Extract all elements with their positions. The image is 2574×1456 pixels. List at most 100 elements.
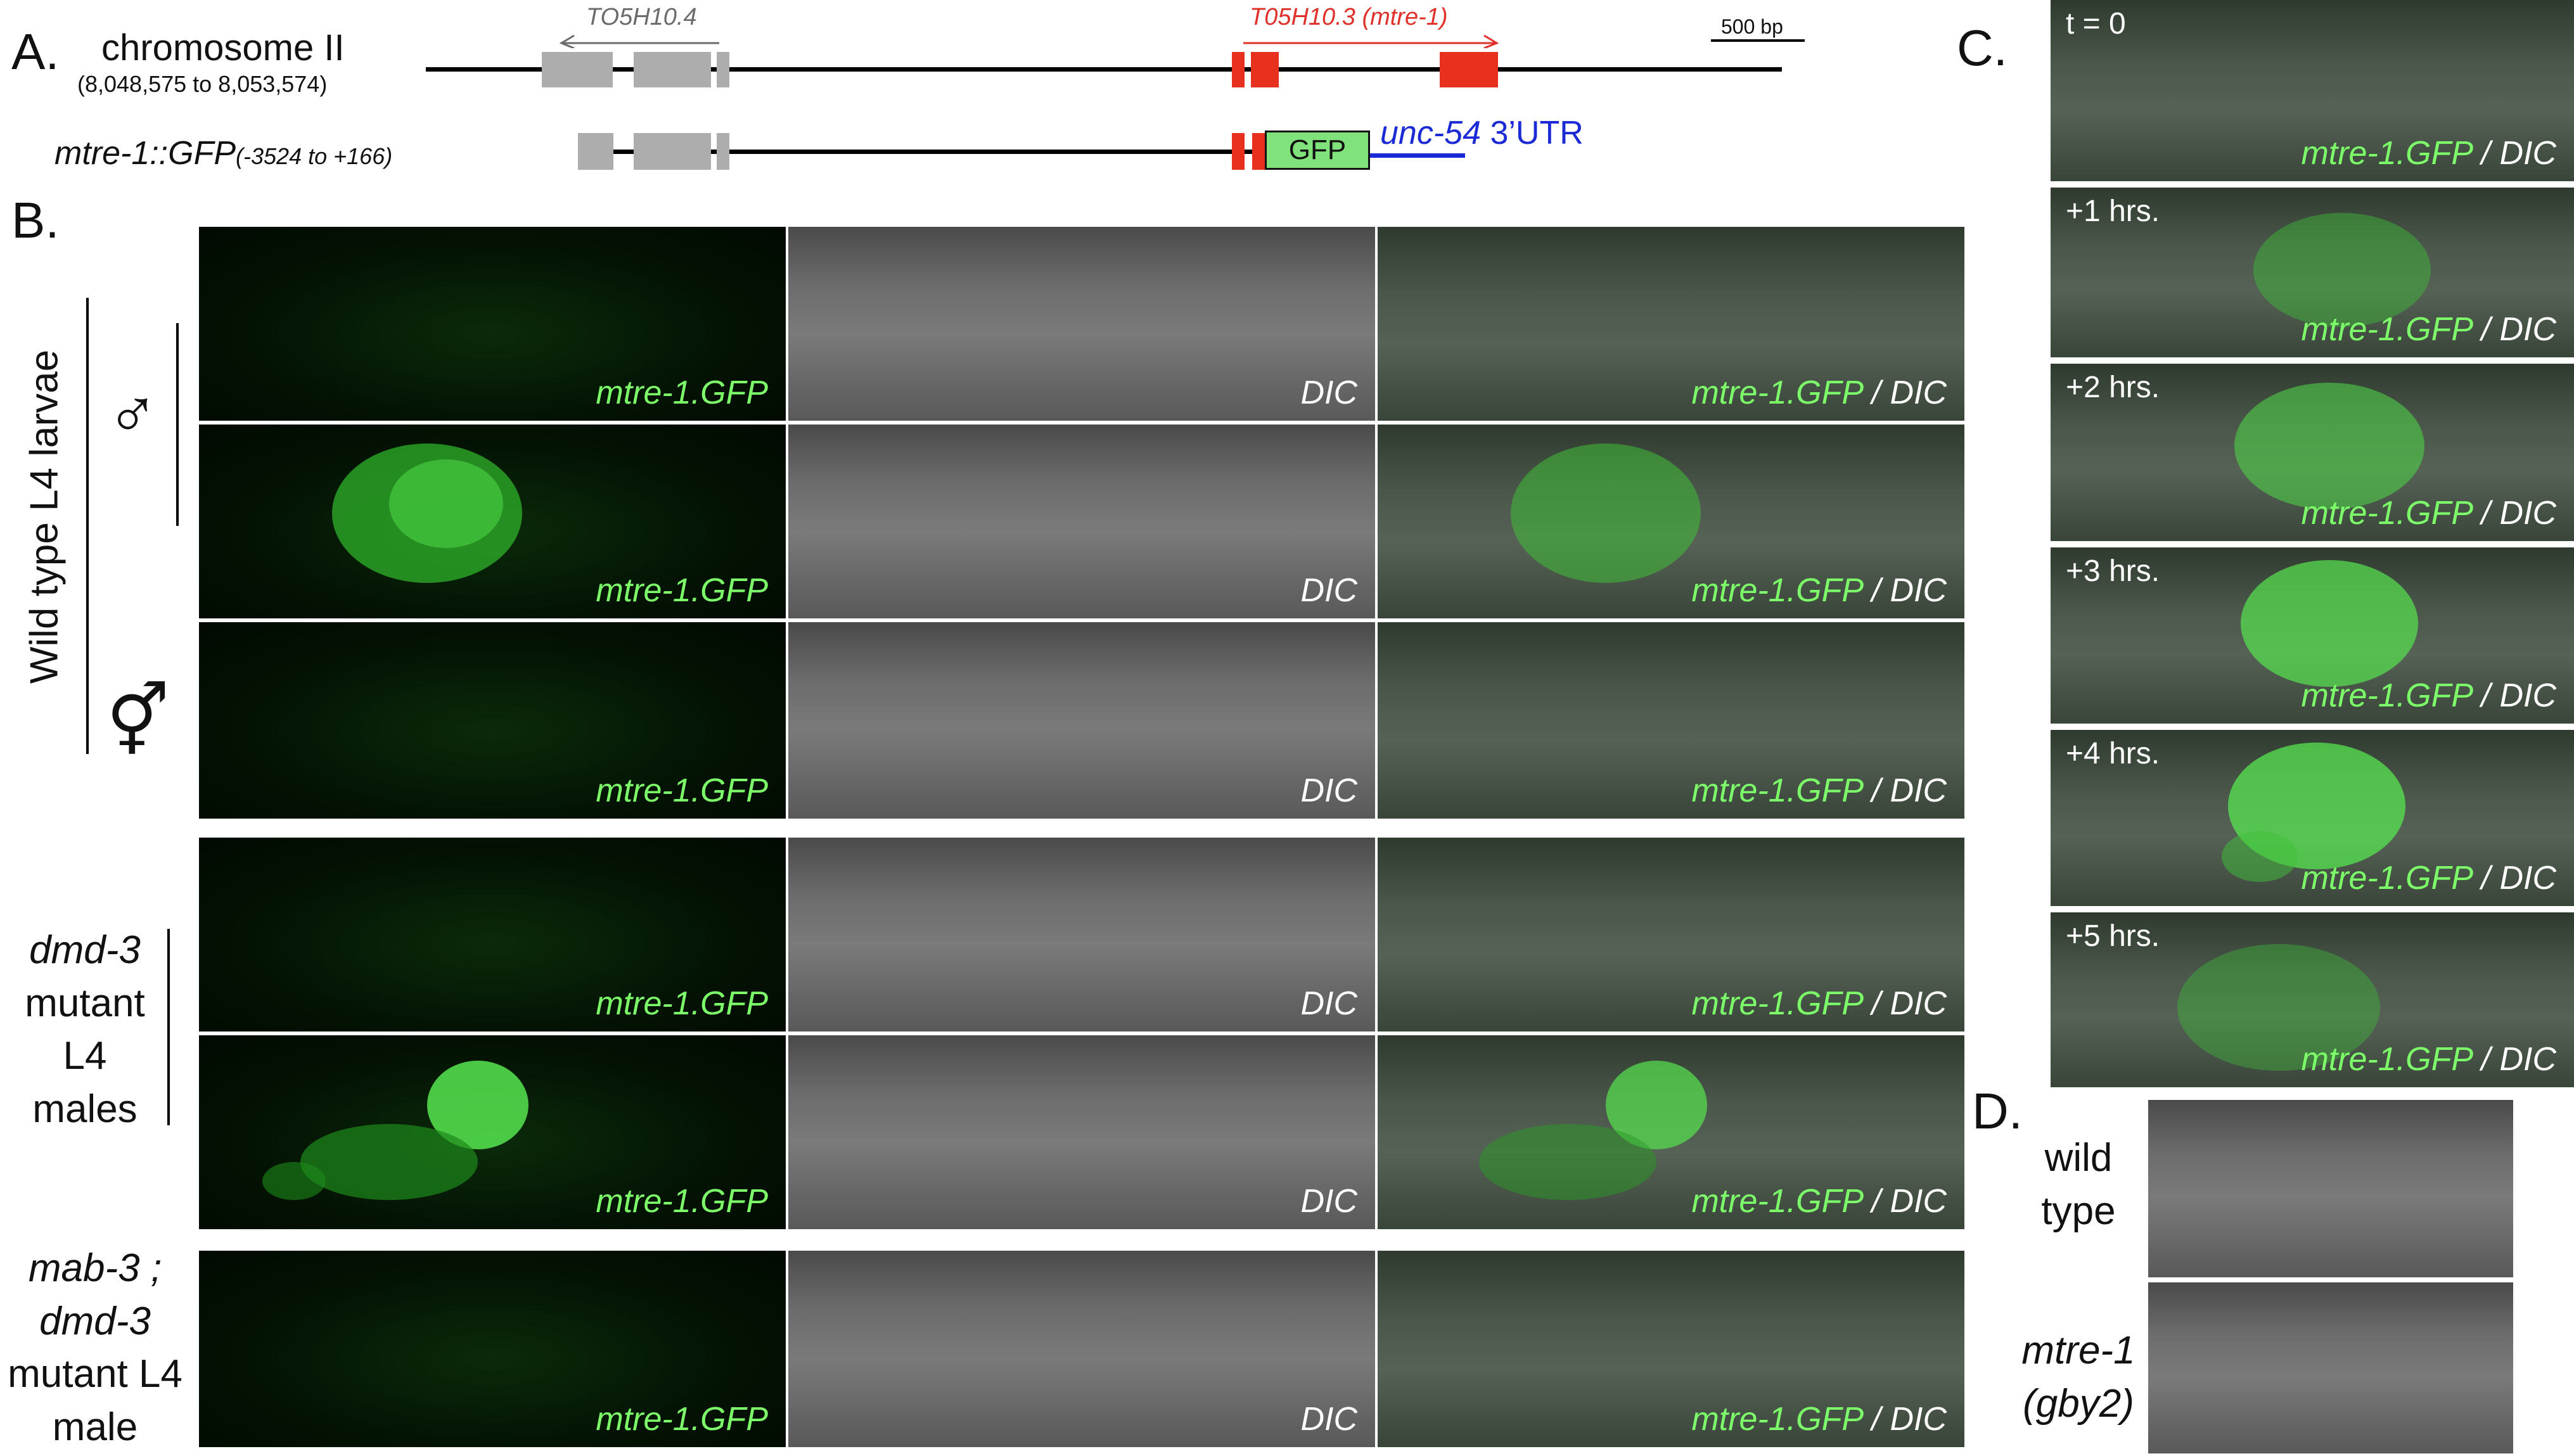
c-t3-time: +3 hrs. — [2066, 554, 2160, 588]
gene-right-arrow — [1243, 34, 1499, 48]
utr-underline — [1380, 153, 1451, 156]
utr-gene: unc-54 — [1380, 115, 1481, 151]
b-row3-dic-label: DIC — [1300, 772, 1357, 809]
dmd3-line2: mutant — [25, 981, 145, 1025]
c-t0-time: t = 0 — [2066, 7, 2126, 41]
b-row6-merge-panel: mtre-1.GFP / DIC — [1378, 1251, 1964, 1447]
scale-bar-label: 500 bp — [1721, 15, 1783, 38]
c-t5-panel: +5 hrs. mtre-1.GFP / DIC — [2051, 912, 2574, 1087]
d-mutant-label: mtre-1 (gby2) — [1996, 1324, 2161, 1430]
b-row4-dic-panel: DIC — [788, 838, 1375, 1031]
c-t4-panel: +4 hrs. mtre-1.GFP / DIC — [2051, 730, 2574, 906]
c-t3-panel: +3 hrs. mtre-1.GFP / DIC — [2051, 547, 2574, 724]
utr-suffix: 3’UTR — [1481, 115, 1584, 151]
c-t3-label: mtre-1.GFP / DIC — [2301, 677, 2556, 714]
construct-label: mtre-1::GFP(-3524 to +166) — [54, 134, 392, 172]
construct-name: mtre-1::GFP — [54, 135, 236, 172]
chromosome-coordinates: (8,048,575 to 8,053,574) — [77, 71, 328, 97]
b-row4-merge-panel: mtre-1.GFP / DIC — [1378, 838, 1964, 1031]
d-mutant-image — [2148, 1282, 2513, 1453]
b-row2-merge-label: mtre-1.GFP / DIC — [1691, 572, 1947, 609]
c-t1-label: mtre-1.GFP / DIC — [2301, 311, 2556, 348]
c-t4-label: mtre-1.GFP / DIC — [2301, 860, 2556, 897]
scale-bar — [1711, 39, 1805, 42]
gene-left-label: TO5H10.4 — [586, 4, 697, 30]
construct-exon-gray-1 — [578, 133, 613, 170]
d-mut-line2: (gby2) — [2023, 1381, 2134, 1426]
chromosome-title: chromosome II — [101, 27, 345, 68]
exon-gray-2 — [634, 52, 711, 87]
hermaphrodite-symbol: ⚥ — [106, 682, 170, 760]
wild-type-l4-larvae-label: Wild type L4 larvae — [22, 349, 67, 684]
b-row5-dic-label: DIC — [1300, 1183, 1357, 1220]
b-row3-dic-panel: DIC — [788, 622, 1375, 819]
c-t0-panel: t = 0 mtre-1.GFP / DIC — [2051, 0, 2574, 181]
b-row3-merge-label: mtre-1.GFP / DIC — [1691, 772, 1947, 809]
b-row5-merge-panel: mtre-1.GFP / DIC — [1378, 1035, 1964, 1229]
b-row4-gfp-panel: mtre-1.GFP — [199, 838, 786, 1031]
b-row1-dic-label: DIC — [1300, 374, 1357, 411]
c-t4-time: +4 hrs. — [2066, 737, 2160, 770]
b-row5-gfp-panel: mtre-1.GFP — [199, 1035, 786, 1229]
d-wt-line1: wild — [2044, 1136, 2113, 1180]
mab3-line2: dmd-3 — [39, 1299, 151, 1343]
b-row6-merge-label: mtre-1.GFP / DIC — [1691, 1401, 1947, 1438]
b-row3-merge-panel: mtre-1.GFP / DIC — [1378, 622, 1964, 819]
dmd3-group-label: dmd-3 mutant L4 males — [15, 924, 155, 1136]
b-row5-merge-label: mtre-1.GFP / DIC — [1691, 1183, 1947, 1220]
dmd3-bracket — [167, 929, 170, 1125]
dmd3-line4: males — [32, 1087, 138, 1132]
b-row2-gfp-panel: mtre-1.GFP — [199, 425, 786, 618]
panel-d-letter: D. — [1972, 1083, 2023, 1139]
panel-a-letter: A. — [11, 23, 60, 80]
exon-red-2 — [1251, 52, 1279, 87]
b-row5-gfp-label: mtre-1.GFP — [596, 1183, 768, 1220]
dmd3-line1: dmd-3 — [29, 928, 141, 972]
construct-exon-gray-2 — [634, 133, 711, 170]
c-t1-time: +1 hrs. — [2066, 195, 2160, 228]
b-row3-gfp-panel: mtre-1.GFP — [199, 622, 786, 819]
b-row4-merge-label: mtre-1.GFP / DIC — [1691, 985, 1947, 1022]
b-row4-gfp-label: mtre-1.GFP — [596, 985, 768, 1022]
construct-exon-red-1 — [1232, 133, 1245, 170]
c-t5-label: mtre-1.GFP / DIC — [2301, 1041, 2556, 1078]
exon-red-1 — [1232, 52, 1245, 87]
b-row1-merge-panel: mtre-1.GFP / DIC — [1378, 227, 1964, 421]
utr-label: unc-54 3’UTR — [1380, 114, 1584, 152]
chromosome-line — [426, 67, 1782, 72]
b-row2-gfp-label: mtre-1.GFP — [596, 572, 768, 609]
construct-exon-gray-3 — [717, 133, 729, 170]
mab3-line4: male — [52, 1405, 138, 1450]
male-bracket — [176, 323, 179, 526]
b-row2-dic-label: DIC — [1300, 572, 1357, 609]
c-t1-panel: +1 hrs. mtre-1.GFP / DIC — [2051, 188, 2574, 357]
panel-b-letter: B. — [11, 192, 60, 248]
construct-exon-red-2 — [1252, 133, 1266, 170]
b-row6-gfp-label: mtre-1.GFP — [596, 1401, 768, 1438]
mab3-line1: mab-3 ; — [28, 1246, 162, 1290]
exon-gray-3 — [717, 52, 729, 87]
c-t2-panel: +2 hrs. mtre-1.GFP / DIC — [2051, 364, 2574, 541]
gene-right-label: T05H10.3 (mtre-1) — [1250, 4, 1448, 30]
d-wild-type-label: wild type — [2009, 1132, 2148, 1237]
wt-bracket — [86, 298, 89, 754]
b-row6-gfp-panel: mtre-1.GFP — [199, 1251, 786, 1447]
b-row2-dic-panel: DIC — [788, 425, 1375, 618]
exon-gray-1 — [542, 52, 613, 87]
b-row3-gfp-label: mtre-1.GFP — [596, 772, 768, 809]
b-row1-gfp-panel: mtre-1.GFP — [199, 227, 786, 421]
construct-line — [578, 150, 1275, 154]
gfp-box: GFP — [1265, 131, 1370, 170]
b-row4-dic-label: DIC — [1300, 985, 1357, 1022]
panel-c-letter: C. — [1957, 20, 2007, 76]
male-symbol: ♂ — [106, 375, 159, 453]
b-row2-merge-panel: mtre-1.GFP / DIC — [1378, 425, 1964, 618]
b-row6-dic-panel: DIC — [788, 1251, 1375, 1447]
d-wild-type-image — [2148, 1100, 2513, 1277]
c-t0-label: mtre-1.GFP / DIC — [2301, 135, 2556, 172]
c-t2-label: mtre-1.GFP / DIC — [2301, 495, 2556, 532]
b-row5-dic-panel: DIC — [788, 1035, 1375, 1229]
c-t2-time: +2 hrs. — [2066, 371, 2160, 404]
c-t5-time: +5 hrs. — [2066, 919, 2160, 953]
mab3-line3: mutant L4 — [8, 1352, 182, 1396]
